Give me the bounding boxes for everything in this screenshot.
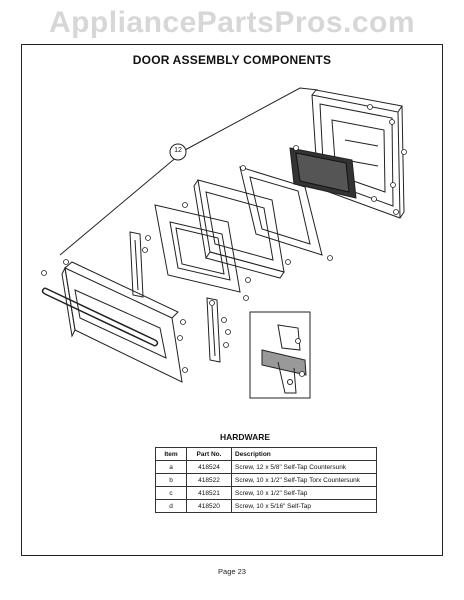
row-description: Screw, 12 x 5/8" Self-Tap Countersunk	[231, 460, 377, 474]
row-part-no: 418521	[186, 486, 232, 500]
table-row: b 418522 Screw, 10 x 1/2" Self-Tap Torx …	[155, 473, 377, 487]
row-part-no: 418524	[186, 460, 232, 474]
hinge-bracket-left	[129, 231, 144, 298]
hinge-bracket-right	[206, 297, 221, 363]
row-part-no: 418522	[186, 473, 232, 487]
row-description: Screw, 10 x 5/16" Self-Tap	[231, 499, 377, 513]
row-description: Screw, 10 x 1/2" Self-Tap Torx Countersu…	[231, 473, 377, 487]
reference-bubbles	[41, 104, 407, 377]
col-item: Item	[155, 447, 187, 461]
table-row: c 418521 Screw, 10 x 1/2" Self-Tap	[155, 486, 377, 500]
row-description: Screw, 10 x 1/2" Self-Tap	[231, 486, 377, 500]
page-frame: DOOR ASSEMBLY COMPONENTS	[21, 44, 443, 556]
row-part-no: 418520	[186, 499, 232, 513]
callout-leader	[184, 87, 319, 151]
col-part-no: Part No.	[186, 447, 232, 461]
table-row: a 418524 Screw, 12 x 5/8" Self-Tap Count…	[155, 460, 377, 474]
door-handle	[41, 287, 159, 347]
inner-door-panel	[193, 179, 285, 279]
table-row: d 418520 Screw, 10 x 5/16" Self-Tap	[155, 499, 377, 513]
callout-circle	[169, 143, 187, 161]
hardware-header-row: Item Part No. Description	[155, 447, 377, 461]
callout-label: 12	[174, 147, 182, 154]
hinge-detail-inset	[249, 311, 311, 399]
col-description: Description	[231, 447, 377, 461]
watermark-logo: AppliancePartsPros.com	[48, 6, 416, 39]
hardware-title: HARDWARE	[220, 432, 271, 442]
row-item: d	[155, 499, 187, 513]
row-item: b	[155, 473, 187, 487]
door-liner-frame	[311, 89, 405, 219]
window-glass-dark	[289, 147, 357, 199]
row-item: a	[155, 460, 187, 474]
row-item: c	[155, 486, 187, 500]
page-number: Page 23	[218, 567, 246, 576]
glass-panel	[239, 166, 323, 256]
window-frame	[154, 204, 241, 293]
outer-door-panel	[61, 261, 183, 383]
callout-leader-lower	[59, 149, 186, 256]
hardware-table: Item Part No. Description a 418524 Screw…	[155, 447, 377, 513]
page-title: DOOR ASSEMBLY COMPONENTS	[132, 53, 332, 67]
